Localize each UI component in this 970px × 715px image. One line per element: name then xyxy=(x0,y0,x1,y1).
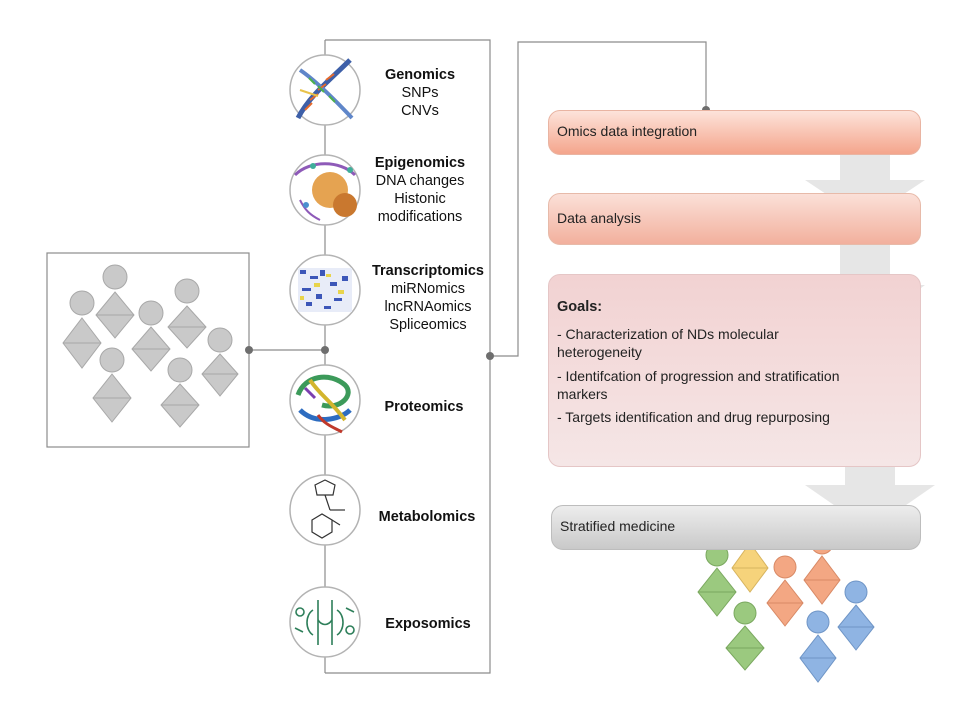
step-label: Omics data integration xyxy=(557,123,698,139)
goals-title: Goals: xyxy=(557,299,603,315)
omics-label-proteomics: Proteomics xyxy=(374,398,474,416)
goal-item: - Targets identification and drug repurp… xyxy=(557,409,830,425)
patient-figure xyxy=(167,278,207,349)
omics-title: Transcriptomics xyxy=(371,263,484,279)
patient-figure xyxy=(201,327,239,397)
patient-figure xyxy=(160,357,200,428)
goal-item: - Characterization of NDs molecular hete… xyxy=(557,326,779,360)
pipeline-step-stratified-medicine: Stratified medicine xyxy=(551,505,921,550)
step-label: Stratified medicine xyxy=(560,518,676,534)
omics-title: Genomics xyxy=(384,67,456,83)
step-label: Data analysis xyxy=(557,210,642,226)
patient-figure xyxy=(131,300,171,372)
pipeline-goals: Goals: - Characterization of NDs molecul… xyxy=(548,274,921,467)
patient-figure xyxy=(697,543,737,617)
chemical-structure-icon xyxy=(289,474,361,546)
environment-body-icon xyxy=(289,586,361,658)
omics-item: SNPs xyxy=(401,85,439,101)
pipeline-step-analysis: Data analysis xyxy=(548,193,921,245)
omics-item: lncRNAomics xyxy=(384,299,472,315)
patient-figure xyxy=(799,610,837,683)
omics-label-exposomics: Exposomics xyxy=(376,615,480,633)
goal-item: - Identifcation of progression and strat… xyxy=(557,368,840,402)
omics-item: Spliceomics xyxy=(389,317,467,333)
omics-item: DNA changes xyxy=(375,173,465,189)
omics-label-transcriptomics: Transcriptomics miRNomics lncRNAomics Sp… xyxy=(368,262,488,334)
patient-figure xyxy=(766,555,804,627)
omics-title: Exposomics xyxy=(385,616,471,632)
omics-title: Proteomics xyxy=(384,399,464,415)
omics-item: Histonic xyxy=(394,191,446,207)
patient-figure xyxy=(62,290,102,369)
heatmap-icon xyxy=(289,254,361,326)
patient-figure xyxy=(725,601,765,671)
omics-label-genomics: Genomics SNPs CNVs xyxy=(370,66,470,120)
protein-ribbon-icon xyxy=(289,364,361,436)
omics-label-epigenomics: Epigenomics DNA changes Histonic modific… xyxy=(368,154,472,226)
flow-arrow xyxy=(805,150,925,220)
omics-title: Epigenomics xyxy=(374,155,466,171)
omics-icons xyxy=(289,54,361,658)
nucleosome-icon xyxy=(289,154,361,226)
omics-item: modifications xyxy=(377,209,463,225)
pipeline-step-integration: Omics data integration xyxy=(548,110,921,155)
patient-figure xyxy=(92,347,132,423)
omics-label-metabolomics: Metabolomics xyxy=(372,508,482,526)
omics-item: miRNomics xyxy=(390,281,466,297)
dna-helix-icon xyxy=(289,54,361,126)
patient-figure xyxy=(95,264,135,339)
omics-item: CNVs xyxy=(401,103,439,119)
omics-title: Metabolomics xyxy=(378,509,476,525)
patient-population xyxy=(62,264,239,428)
patient-figure xyxy=(837,580,875,651)
